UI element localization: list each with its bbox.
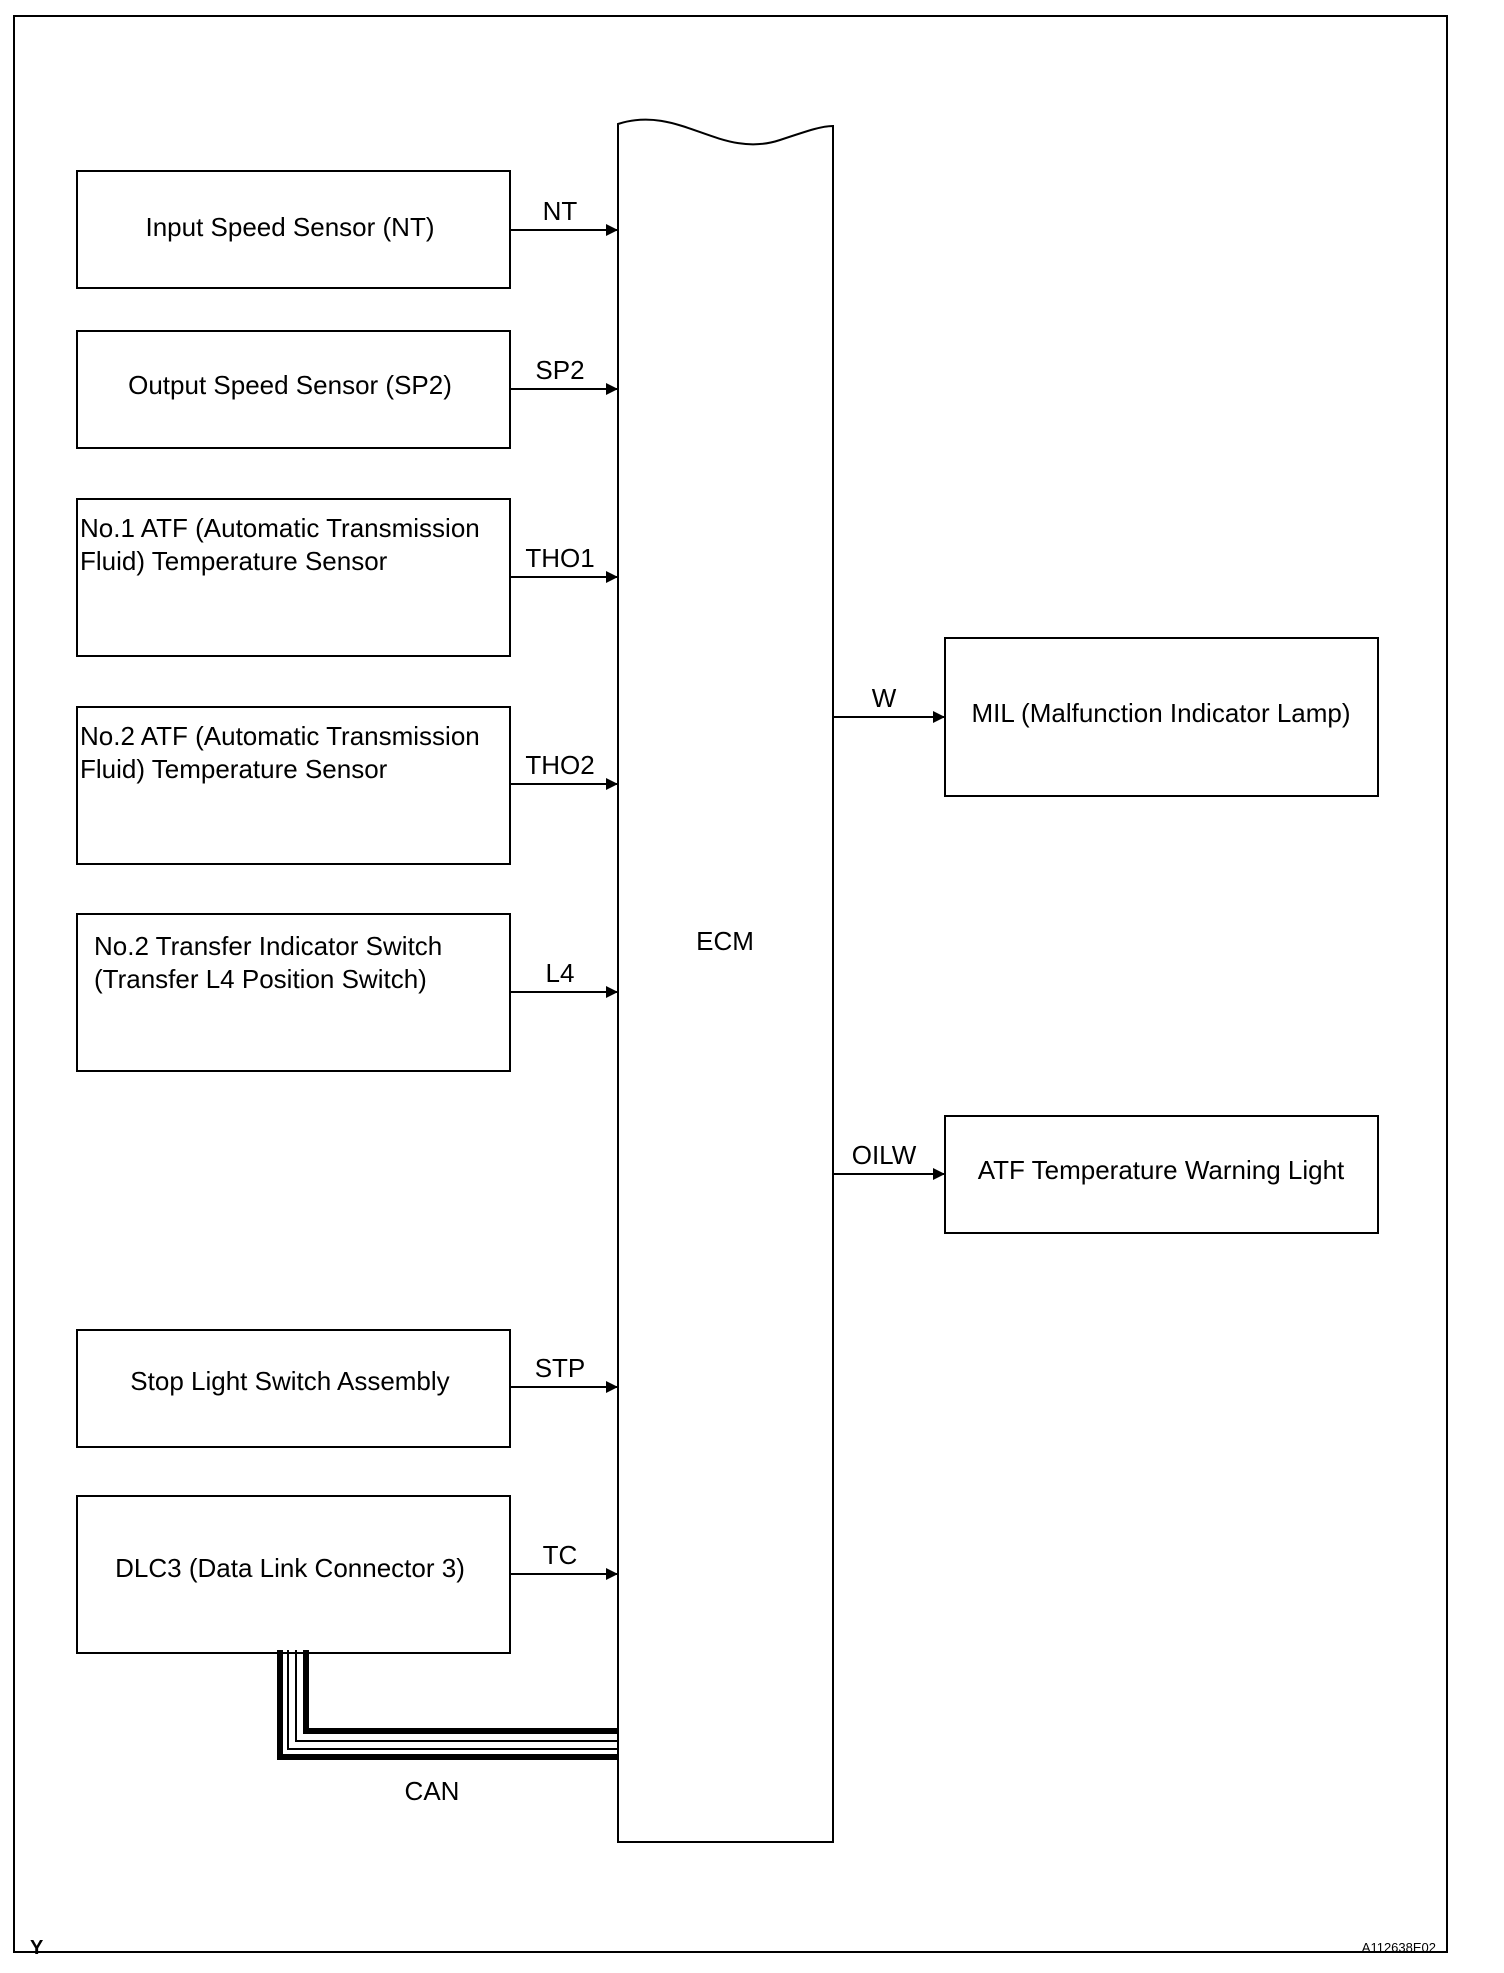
output-box-oilw: [944, 1115, 1379, 1234]
signal-label-l4: L4: [546, 958, 575, 988]
output-w: MIL (Malfunction Indicator Lamp) W: [833, 637, 1379, 797]
input-label-sp2: Output Speed Sensor (SP2): [128, 370, 452, 400]
can-bus: [277, 1650, 618, 1760]
input-tc: DLC3 (Data Link Connector 3) TC: [76, 1495, 618, 1654]
output-components: MIL (Malfunction Indicator Lamp) W ATF Tem…: [833, 637, 1379, 1234]
input-nt: Input Speed Sensor (NT) NT: [76, 170, 618, 289]
input-label-tho2: No.2 ATF (Automatic Transmission: [80, 721, 480, 751]
input-label-nt: Input Speed Sensor (NT): [145, 212, 434, 242]
can-label: CAN: [405, 1776, 460, 1806]
signal-label-sp2: SP2: [535, 355, 584, 385]
output-box-w: [944, 637, 1379, 797]
input-sp2: Output Speed Sensor (SP2) SP2: [76, 330, 618, 449]
ecm-label: ECM: [696, 926, 754, 956]
footer-right: A112638E02: [1362, 1940, 1436, 1955]
input-stp: Stop Light Switch Assembly STP: [76, 1329, 618, 1448]
input-label-l4: (Transfer L4 Position Switch): [94, 964, 427, 994]
input-label-stp: Stop Light Switch Assembly: [130, 1366, 449, 1396]
signal-label-w: W: [872, 683, 897, 713]
signal-label-oilw: OILW: [852, 1140, 917, 1170]
input-box-l4: [76, 913, 511, 1072]
signal-label-tho1: THO1: [525, 543, 594, 573]
input-box-tc: [76, 1495, 511, 1654]
input-label-tho1: No.1 ATF (Automatic Transmission: [80, 513, 480, 543]
output-label-oilw: ATF Temperature Warning Light: [978, 1155, 1345, 1185]
signal-label-tc: TC: [543, 1540, 578, 1570]
output-oilw: ATF Temperature Warning Light OILW: [833, 1115, 1379, 1234]
footer-left: Y: [30, 1937, 44, 1959]
input-label-tc: DLC3 (Data Link Connector 3): [115, 1553, 465, 1583]
output-label-w: MIL (Malfunction Indicator Lamp): [971, 698, 1350, 728]
signal-label-stp: STP: [535, 1353, 586, 1383]
ecm-block: [617, 118, 834, 1843]
input-label-tho1: Fluid) Temperature Sensor: [80, 546, 388, 576]
input-l4: No.2 Transfer Indicator Switch(Transfer …: [76, 913, 618, 1072]
input-box-nt: [76, 170, 511, 289]
input-box-stp: [76, 1329, 511, 1448]
input-box-tho1: [76, 498, 511, 657]
input-box-tho2: [76, 706, 511, 865]
signal-label-tho2: THO2: [525, 750, 594, 780]
input-label-tho2: Fluid) Temperature Sensor: [80, 754, 388, 784]
outer-frame: [13, 15, 1448, 1953]
input-components: Input Speed Sensor (NT) NT Output Speed Se…: [76, 170, 618, 1654]
signal-label-nt: NT: [543, 196, 578, 226]
input-label-l4: No.2 Transfer Indicator Switch: [94, 931, 442, 961]
